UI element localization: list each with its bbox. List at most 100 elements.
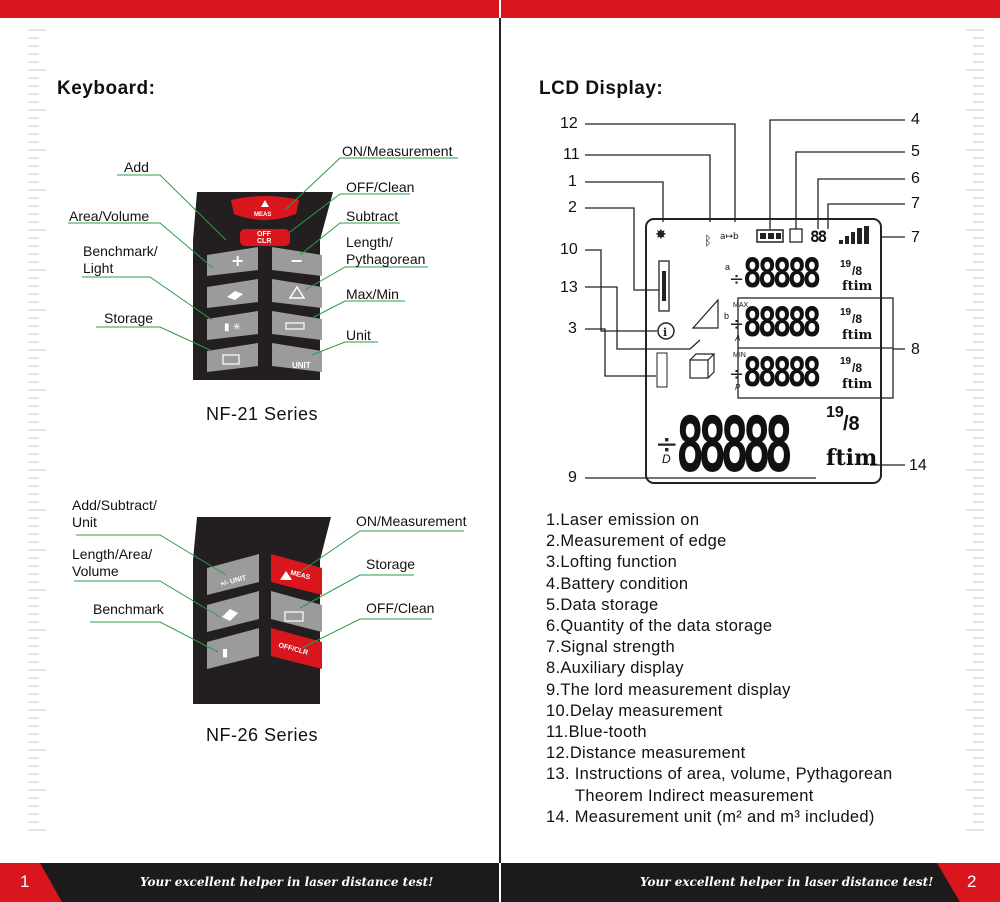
svg-text:ᛒ: ᛒ	[704, 234, 712, 249]
svg-text:i: i	[663, 326, 667, 339]
label-benchmark-light: Benchmark/ Light	[83, 243, 158, 276]
callout-7-b: 7	[911, 229, 920, 246]
lcd-row-max-label: MAX	[733, 302, 749, 309]
label-off-clean: OFF/Clean	[346, 179, 415, 195]
callout-9: 9	[568, 469, 577, 486]
svg-text:▮ ✳: ▮ ✳	[224, 322, 241, 333]
lcd-unit-2: ftim	[842, 328, 873, 343]
callout-11: 11	[563, 146, 580, 163]
label-subtract: Subtract	[346, 208, 399, 224]
callout-3: 3	[568, 320, 577, 337]
lcd-unit-1: ftim	[842, 279, 873, 294]
lcd-row-2-digits: 88888	[743, 300, 821, 346]
svg-text:÷: ÷	[729, 269, 744, 290]
lcd-fraction-main: /8	[843, 413, 860, 435]
label-unit: Unit	[346, 327, 371, 343]
keyboard-heading: Keyboard:	[57, 78, 156, 99]
lcd-unit-main: ftim	[826, 445, 878, 471]
footer-right	[501, 863, 1000, 902]
callout-13: 13	[560, 279, 578, 296]
tagline-right: Your excellent helper in laser distance …	[640, 875, 934, 889]
callout-5: 5	[911, 143, 920, 160]
nf21-series-caption: NF-21 Series	[206, 404, 319, 424]
callout-6: 6	[911, 170, 920, 187]
page-number-left: 1	[20, 872, 30, 891]
legend-item: 7.Signal strength	[546, 638, 675, 657]
key-meas-label: MEAS	[254, 212, 272, 218]
lcd-row-P-label: P	[735, 383, 741, 392]
label-nf26-on-measurement: ON/Measurement	[356, 513, 467, 529]
page-number-right: 2	[967, 872, 977, 891]
label-nf26-off-clean: OFF/Clean	[366, 600, 435, 616]
page-divider	[499, 18, 501, 863]
lcd-main-digits: 88888	[676, 400, 793, 489]
legend-item: 14. Measurement unit (m² and m³ included…	[546, 807, 875, 826]
legend-item: 12.Distance measurement	[546, 744, 746, 763]
callout-1: 1	[568, 173, 577, 190]
label-on-measurement: ON/Measurement	[342, 143, 453, 159]
callout-10: 10	[560, 241, 578, 258]
callout-8: 8	[911, 341, 920, 358]
legend-item: 1.Laser emission on	[546, 511, 700, 529]
ruler-right	[966, 29, 984, 831]
nf26-series-caption: NF-26 Series	[206, 725, 319, 745]
label-area-volume: Area/Volume	[69, 208, 150, 224]
label-storage: Storage	[104, 310, 154, 326]
svg-text:▮: ▮	[222, 646, 228, 659]
svg-text:−: −	[290, 251, 303, 270]
tagline-left: Your excellent helper in laser distance …	[140, 875, 434, 889]
callout-12: 12	[560, 115, 578, 132]
legend-item: 3.Lofting function	[546, 553, 678, 572]
lcd-row-b-label: b	[724, 311, 730, 321]
lcd-frac-top-main: 19	[826, 404, 844, 421]
lcd-display-heading: LCD Display:	[539, 78, 664, 99]
lcd-row-min-label: MIN	[733, 352, 746, 359]
legend-item: 5.Data storage	[546, 595, 659, 614]
label-length-area-volume: Length/Area/ Volume	[72, 546, 153, 579]
label-length-pythagorean: Length/ Pythagorean	[346, 234, 426, 267]
key-clr-label: CLR	[257, 238, 272, 245]
callout-14: 14	[909, 457, 927, 474]
lcd-row-1-digits: 88888	[743, 251, 821, 297]
lcd-fraction-2: /8	[852, 312, 863, 326]
label-nf26-storage: Storage	[366, 556, 416, 572]
legend-item-continuation: Theorem Indirect measurement	[575, 786, 814, 805]
lcd-row-A-label: A	[735, 334, 741, 343]
lcd-fraction-3: /8	[852, 361, 863, 375]
label-benchmark: Benchmark	[93, 601, 164, 617]
label-max-min: Max/Min	[346, 286, 399, 302]
legend-item: 11.Blue-tooth	[546, 723, 647, 742]
label-add: Add	[124, 159, 149, 175]
callout-7-a: 7	[911, 195, 920, 212]
footer-left	[0, 863, 499, 902]
lcd-frac-top-3: 19	[840, 356, 852, 367]
lcd-row-3-digits: 88888	[743, 350, 821, 396]
callout-2: 2	[568, 199, 577, 216]
svg-text:÷: ÷	[729, 364, 744, 385]
label-add-subtract-unit: Add/Subtract/ Unit	[72, 497, 157, 530]
top-bar-right	[501, 0, 1000, 18]
legend-item: 2.Measurement of edge	[546, 532, 727, 551]
svg-text:✸: ✸	[655, 227, 667, 243]
lcd-legend-list: 1.Laser emission on 2.Measurement of edg…	[546, 510, 966, 828]
lcd-row-a-label: a	[725, 262, 731, 272]
lcd-unit-3: ftim	[842, 377, 873, 392]
legend-item: 10.Delay measurement	[546, 701, 723, 720]
key-off-label: OFF	[257, 231, 271, 238]
lcd-arrow-a: a↦b	[720, 232, 739, 242]
legend-item: 13. Instructions of area, volume, Pythag…	[546, 765, 893, 784]
top-bar-left	[0, 0, 499, 18]
lcd-fraction-1: /8	[852, 264, 863, 278]
svg-text:÷: ÷	[729, 314, 744, 335]
key-unit-label: UNIT	[292, 361, 311, 370]
svg-text:+: +	[231, 251, 244, 270]
legend-item: 6.Quantity of the data storage	[546, 617, 773, 636]
callout-4: 4	[911, 111, 920, 128]
lcd-storage-count: 88	[810, 227, 827, 246]
ruler-left	[28, 29, 46, 831]
lcd-frac-top-2: 19	[840, 307, 852, 318]
